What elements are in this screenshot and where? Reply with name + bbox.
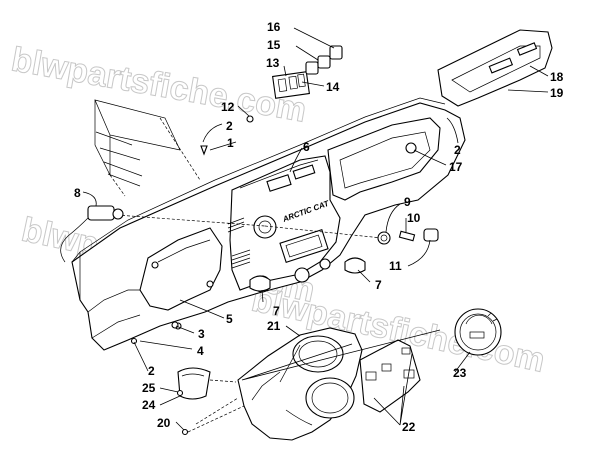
callout-labels: 1 2 2 2 3 4 5 6 7 7 8 9 10 11 12 13 14 1…: [74, 20, 564, 434]
callout-4: 4: [197, 344, 204, 358]
screw-part: [246, 115, 254, 123]
callout-2-right: 2: [454, 143, 461, 157]
decal-part: [359, 339, 421, 413]
callout-15: 15: [267, 38, 281, 52]
screw-part: [130, 337, 138, 345]
switch-cap-part: [305, 61, 319, 75]
cap-part: [249, 275, 271, 292]
switch-cluster-part: [272, 71, 310, 99]
top-cover-part: [437, 29, 553, 107]
key-switch-part: [60, 205, 124, 263]
vent-grille-right: [227, 217, 245, 233]
callout-8: 8: [74, 186, 81, 200]
clip-part: [176, 389, 184, 397]
bolt-part: [398, 230, 416, 242]
callout-1: 1: [227, 136, 234, 150]
dashboard-panel: ARCTIC CAT: [71, 97, 466, 351]
callout-21: 21: [267, 319, 281, 333]
callout-16: 16: [267, 20, 281, 34]
bezel-ring-part: [177, 367, 211, 400]
mount-bracket: [94, 99, 201, 197]
nut-part: [377, 231, 391, 245]
vent-grille-left: [231, 249, 251, 269]
callout-6: 6: [303, 140, 310, 154]
callout-3: 3: [198, 327, 205, 341]
callout-17: 17: [449, 160, 463, 174]
callout-11: 11: [389, 259, 402, 273]
callout-5: 5: [226, 312, 233, 326]
switch-cap-part: [317, 55, 331, 69]
callout-23: 23: [453, 366, 467, 380]
screw-part: [200, 145, 208, 156]
cap-part: [344, 257, 366, 274]
callout-10: 10: [407, 211, 421, 225]
gauge-part: [454, 308, 502, 356]
callout-22: 22: [402, 420, 416, 434]
callout-7-right: 7: [375, 278, 382, 292]
callout-2-top: 2: [226, 119, 233, 133]
knob-part: [423, 228, 439, 242]
leader-lines: [82, 27, 549, 431]
callout-19: 19: [550, 86, 564, 100]
callout-14: 14: [326, 80, 340, 94]
callout-18: 18: [550, 70, 564, 84]
screw-part: [181, 428, 189, 436]
callout-24: 24: [142, 398, 156, 412]
callout-25: 25: [142, 381, 156, 395]
gauge-housing-part: [237, 327, 363, 441]
callout-2-bottom: 2: [148, 364, 155, 378]
callout-9: 9: [404, 195, 411, 209]
switch-cap-part: [329, 45, 343, 60]
callout-7-lower: 7: [273, 304, 280, 318]
callout-20: 20: [157, 416, 171, 430]
screw-part: [171, 321, 179, 329]
callout-12: 12: [221, 100, 235, 114]
callout-13: 13: [266, 56, 280, 70]
